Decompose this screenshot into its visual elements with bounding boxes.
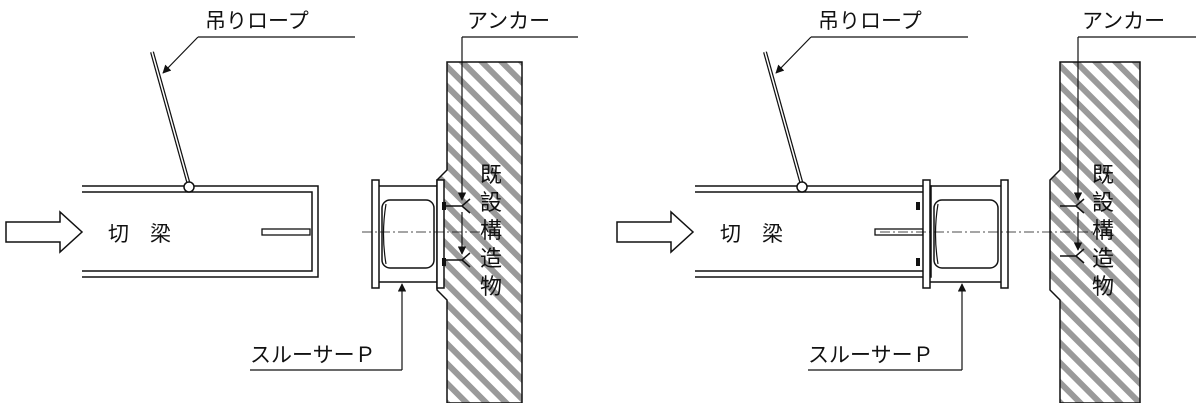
svg-text:造: 造 xyxy=(1092,247,1114,272)
label-strut-beam-right: 切 梁 xyxy=(720,222,783,246)
label-existing-structure-left: 既 設 構 造 物 xyxy=(480,163,502,300)
svg-text:物: 物 xyxy=(480,275,502,300)
panel-right: 吊りロープ アンカー 切 梁 既 設 構 造 xyxy=(616,9,1196,403)
svg-text:既: 既 xyxy=(480,163,502,188)
svg-text:構: 構 xyxy=(1092,219,1114,244)
svg-text:物: 物 xyxy=(1092,275,1114,300)
wall-hatched-right xyxy=(1049,61,1141,403)
label-spacer-p-left: スルーサーＰ xyxy=(250,343,376,367)
lifting-rope-right xyxy=(763,51,808,193)
label-anchor-right: アンカー xyxy=(1082,9,1165,33)
wall-hatched-left xyxy=(436,61,523,403)
label-anchor-left: アンカー xyxy=(467,9,550,33)
svg-text:既: 既 xyxy=(1092,163,1114,188)
label-lifting-rope-left: 吊りロープ xyxy=(205,9,309,33)
label-spacer-p-right: スルーサーＰ xyxy=(808,343,934,367)
svg-text:造: 造 xyxy=(480,247,502,272)
push-arrow-left xyxy=(5,210,84,254)
label-lifting-rope-right: 吊りロープ xyxy=(818,9,922,33)
svg-text:構: 構 xyxy=(480,219,502,244)
svg-text:設: 設 xyxy=(1092,191,1114,216)
spacer-assembly-left xyxy=(371,179,446,289)
strut-beam-left xyxy=(82,185,319,278)
anchor-bolts-right xyxy=(1060,198,1085,264)
label-existing-structure-right: 既 設 構 造 物 xyxy=(1092,163,1114,300)
lifting-rope-left xyxy=(150,51,195,193)
anchor-bolts-left xyxy=(446,198,471,268)
svg-text:設: 設 xyxy=(480,191,502,216)
label-strut-beam-left: 切 梁 xyxy=(108,222,171,246)
panel-left: 吊りロープ アンカー 切 梁 既 設 構 xyxy=(5,9,578,403)
push-arrow-right xyxy=(616,210,695,254)
spacer-assembly-right xyxy=(916,179,1009,289)
